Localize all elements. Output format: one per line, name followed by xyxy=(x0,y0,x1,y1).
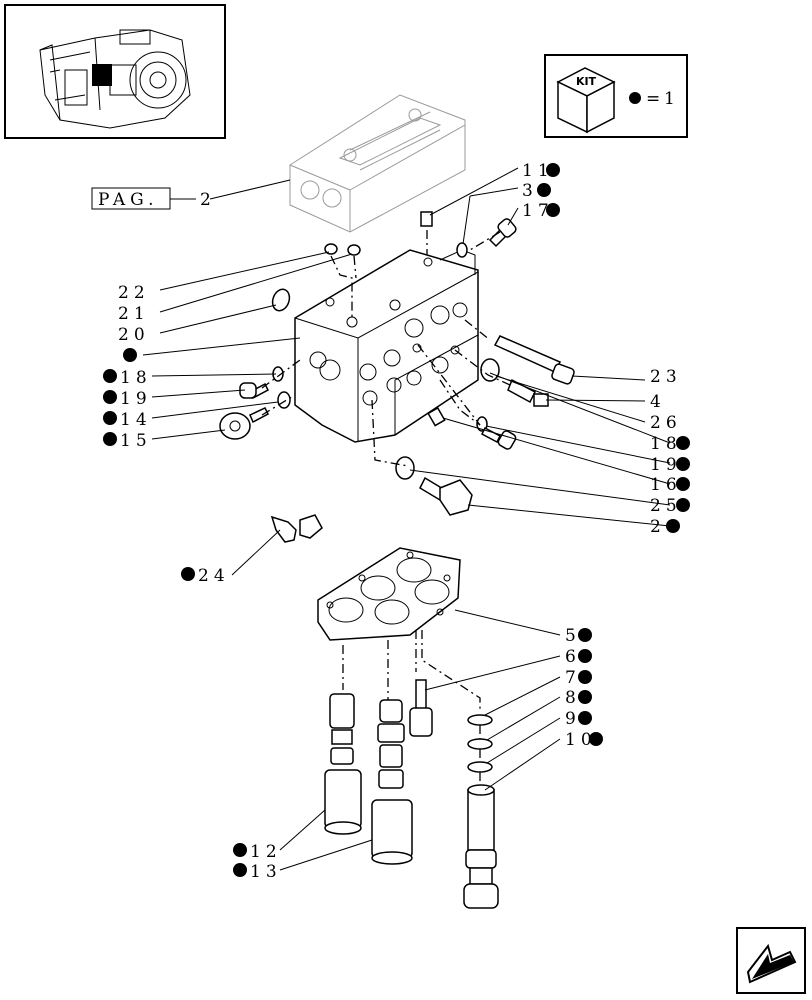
callout-26: 26 xyxy=(650,413,682,433)
callout-7: 7 xyxy=(565,668,581,688)
kit-bullet-icon xyxy=(537,183,551,197)
kit-bullet-icon xyxy=(123,348,137,362)
kit-box-icon xyxy=(556,67,616,134)
transmission-housing-thumbnail xyxy=(39,29,191,129)
kit-bullet-icon xyxy=(233,843,247,857)
callout-3: 3 xyxy=(522,181,538,201)
o-rings-22-21 xyxy=(324,243,361,256)
spool-10 xyxy=(463,784,499,909)
callout-13: 13 xyxy=(250,862,282,882)
bolt-2 xyxy=(419,476,473,516)
callout-6: 6 xyxy=(565,647,581,667)
kit-bullet-icon xyxy=(676,436,690,450)
callout-25: 25 xyxy=(650,496,682,516)
callout-23: 23 xyxy=(650,367,682,387)
kit-bullet-icon xyxy=(103,369,117,383)
kit-label: KIT xyxy=(576,75,597,88)
callout-9: 9 xyxy=(565,709,581,729)
screw-14-15 xyxy=(219,407,269,440)
callout-5: 5 xyxy=(565,626,581,646)
o-ring-20 xyxy=(271,288,291,312)
kit-bullet-icon xyxy=(578,670,592,684)
seal-3 xyxy=(456,242,468,258)
thumbnail-frame xyxy=(4,4,226,139)
spacer-plate-5 xyxy=(317,547,461,641)
kit-equals: = xyxy=(646,89,660,109)
callout-2: 2 xyxy=(650,517,666,537)
kit-bullet-icon xyxy=(629,92,641,104)
callout-20: 20 xyxy=(118,325,150,345)
kit-bullet-icon xyxy=(676,477,690,491)
callout-18-right: 18 xyxy=(650,434,682,454)
callout-15: 15 xyxy=(120,431,152,451)
page-ref-number: 2 xyxy=(200,190,216,210)
callout-12: 12 xyxy=(250,842,282,862)
callout-14: 14 xyxy=(120,410,152,430)
screw-17 xyxy=(488,218,517,248)
o-ring-25 xyxy=(395,456,415,480)
kit-bullet-icon xyxy=(233,863,247,877)
callout-10: 10 xyxy=(565,730,597,750)
kit-bullet-icon xyxy=(676,457,690,471)
highlight-marker xyxy=(92,64,112,86)
reference-block-ghost xyxy=(289,94,466,233)
kit-bullet-icon xyxy=(676,498,690,512)
leader-lines xyxy=(142,167,671,871)
kit-bullet-icon xyxy=(546,163,560,177)
callout-24: 24 xyxy=(198,566,230,586)
callout-16: 16 xyxy=(650,475,682,495)
kit-bullet-icon xyxy=(546,203,560,217)
kit-value: 1 xyxy=(664,89,675,109)
kit-bullet-icon xyxy=(589,732,603,746)
callout-8: 8 xyxy=(565,688,581,708)
kit-bullet-icon xyxy=(578,711,592,725)
control-valve-block xyxy=(294,249,479,443)
kit-bullet-icon xyxy=(103,390,117,404)
bolt-23 xyxy=(493,335,575,385)
callout-11: 11 xyxy=(522,161,554,181)
next-page-arrow-icon[interactable] xyxy=(736,927,806,994)
callout-19-left: 19 xyxy=(120,389,152,409)
kit-bullet-icon xyxy=(666,519,680,533)
screw-6 xyxy=(409,679,433,737)
callout-19-right: 19 xyxy=(650,455,682,475)
kit-bullet-icon xyxy=(181,567,195,581)
kit-bullet-icon xyxy=(103,432,117,446)
plug-16 xyxy=(427,406,446,427)
callout-17: 17 xyxy=(522,201,554,221)
o-rings-7-8-9 xyxy=(467,714,493,773)
callout-4: 4 xyxy=(650,392,666,412)
kit-bullet-icon xyxy=(578,628,592,642)
kit-bullet-icon xyxy=(103,411,117,425)
elbow-fitting-24 xyxy=(270,514,323,543)
callout-18-left: 18 xyxy=(120,368,152,388)
kit-bullet-icon xyxy=(578,690,592,704)
kit-bullet-icon xyxy=(578,649,592,663)
callout-21: 21 xyxy=(118,304,150,324)
plug-11 xyxy=(420,211,433,227)
solenoid-valve-12 xyxy=(324,693,362,835)
page-ref-text: PAG. xyxy=(98,190,159,210)
kit-legend: KIT = 1 xyxy=(544,54,688,138)
solenoid-valve-13 xyxy=(371,699,413,865)
ring-seal xyxy=(480,358,500,382)
callout-22: 22 xyxy=(118,283,150,303)
